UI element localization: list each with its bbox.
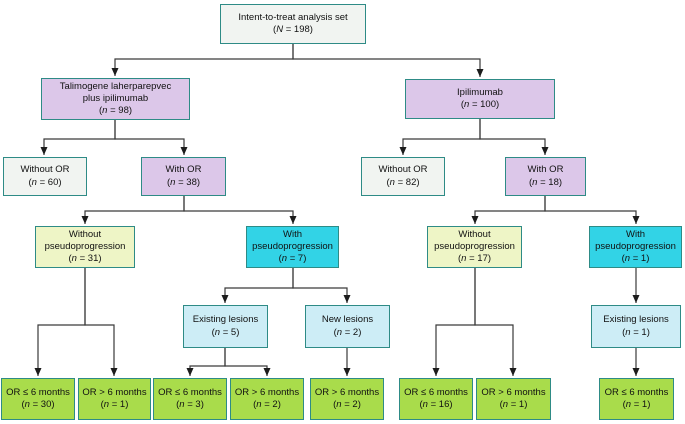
node-label: Existing lesions [192,314,259,326]
node-count: (n = 82) [386,176,420,188]
node-count: (n = 2) [333,399,361,410]
node-or-le6-n16: OR ≤ 6 months (n = 16) [399,378,473,420]
node-label: Ipilimumab [457,86,503,98]
node-or-le6-n3: OR ≤ 6 months (n = 3) [153,378,227,420]
node-ipi-with-or: With OR (n = 18) [505,157,586,196]
node-count: (n = 1) [499,399,528,410]
node-count: (n = 1) [100,399,129,410]
connector [84,268,118,376]
node-count: (n = 5) [211,326,240,338]
node-label: With OR [165,164,202,176]
node-intent-to-treat: Intent-to-treat analysis set (N = 198) [220,4,366,44]
connector [432,268,476,376]
connector [474,268,517,376]
node-label: Without OR [20,164,70,176]
connector [471,196,546,224]
node-count: (n = 30) [21,399,55,410]
node-count: (n = 31) [68,253,102,265]
connector [224,348,271,376]
node-count: (n = 100) [460,99,500,110]
node-or-gt6-n1-tvec: OR > 6 months (n = 1) [78,378,151,420]
node-count: (n = 1) [622,399,651,410]
node-ipi-existing-lesions: Existing lesions (n = 1) [591,305,681,348]
node-count: (n = 38) [166,176,201,188]
node-tvec-existing-lesions: Existing lesions (n = 5) [183,305,268,348]
node-label: Without OR [378,164,428,176]
node-label: OR > 6 months [234,386,300,398]
node-or-le6-n30: OR ≤ 6 months (n = 30) [1,378,75,420]
connector [292,44,484,77]
connector [114,120,188,155]
node-ipi-without-pseudoprogression: Without pseudoprogression (n = 17) [427,226,522,268]
connector [399,119,481,155]
node-count: (n = 18) [528,176,563,188]
node-label: OR > 6 months [314,386,380,398]
node-or-le6-n1: OR ≤ 6 months (n = 1) [599,378,674,420]
node-label: Existing lesions [603,314,669,326]
node-count: (n = 1) [622,326,650,338]
node-count: (n = 2) [333,326,362,338]
connector [183,196,297,224]
node-label: OR ≤ 6 months [158,386,222,398]
node-label: OR > 6 months [82,386,147,398]
node-arm-ipilimumab: Ipilimumab (n = 100) [405,79,555,119]
node-or-gt6-n2-new: OR > 6 months (n = 2) [310,378,384,420]
node-count: (N = 198) [273,24,313,35]
node-tvec-with-pseudoprogression: With pseudoprogression (n = 7) [246,226,339,268]
node-label: OR ≤ 6 months [604,386,669,398]
node-tvec-without-pseudoprogression: Without pseudoprogression (n = 31) [35,226,135,268]
node-label: Without pseudoprogression [434,228,515,252]
connector [292,268,351,303]
node-count: (n = 3) [176,399,204,410]
connector [479,119,549,155]
node-label: Without pseudoprogression [44,228,126,252]
node-label: OR ≤ 6 months [6,386,70,398]
node-count: (n = 1) [621,253,650,265]
connector [111,44,294,76]
node-count: (n = 2) [253,399,281,410]
node-label: With pseudoprogression [252,228,333,252]
node-count: (n = 7) [278,253,307,265]
node-arm-tvec-plus-ipilimumab: Talimogene laherparepvec plus ipilimumab… [41,78,190,120]
node-tvec-without-or: Without OR (n = 60) [3,157,87,196]
connector [81,196,185,224]
node-label: OR > 6 months [481,386,546,398]
node-label: With OR [527,164,564,176]
connector [40,120,116,155]
connector [186,348,226,376]
node-count: (n = 98) [98,105,133,117]
node-count: (n = 17) [457,253,492,265]
node-label: Intent-to-treat analysis set [238,11,348,23]
node-label: Talimogene laherparepvec plus ipilimumab [59,80,172,104]
node-ipi-with-pseudoprogression: With pseudoprogression (n = 1) [589,226,682,268]
node-tvec-with-or: With OR (n = 38) [141,157,226,196]
node-ipi-without-or: Without OR (n = 82) [361,157,445,196]
connector [34,268,86,376]
node-label: OR ≤ 6 months [404,386,468,398]
node-count: (n = 16) [419,399,453,410]
connector [221,268,294,303]
node-label: With pseudoprogression [595,228,676,252]
node-or-gt6-n1-ipi: OR > 6 months (n = 1) [476,378,551,420]
node-label: New lesions [321,314,374,326]
node-count: (n = 60) [28,176,62,188]
node-tvec-new-lesions: New lesions (n = 2) [305,305,390,348]
node-or-gt6-n2-existing: OR > 6 months (n = 2) [230,378,304,420]
connector [544,196,640,224]
